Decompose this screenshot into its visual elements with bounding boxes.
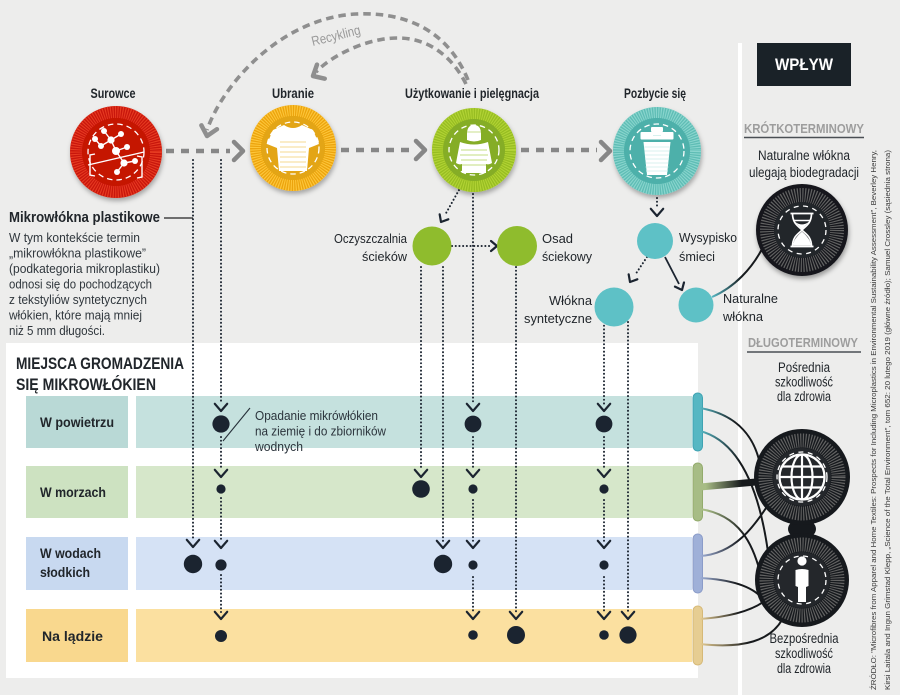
svg-text:(podkategoria mikroplastiku): (podkategoria mikroplastiku) [9,261,160,276]
svg-text:Oczyszczalnia: Oczyszczalnia [334,231,408,246]
svg-text:włókien, które mają mniej: włókien, które mają mniej [8,308,142,323]
svg-text:wodnych: wodnych [254,440,303,454]
svg-text:odnosi się do pochodzących: odnosi się do pochodzących [9,277,152,292]
svg-text:Osad: Osad [542,231,573,246]
svg-text:MIEJSCA GROMADZENIA: MIEJSCA GROMADZENIA [16,355,184,373]
svg-text:Włókna: Włókna [549,293,593,308]
svg-text:dla zdrowia: dla zdrowia [777,389,831,404]
svg-text:ściekowy: ściekowy [542,249,593,264]
svg-text:W wodach: W wodach [40,545,101,561]
svg-text:śmieci: śmieci [679,249,715,264]
svg-text:ścieków: ścieków [362,249,408,264]
svg-text:z tekstyliów syntetycznych: z tekstyliów syntetycznych [9,292,147,307]
svg-text:Surowce: Surowce [91,85,136,101]
svg-text:Pośrednia: Pośrednia [778,360,830,375]
svg-text:Na lądzie: Na lądzie [42,628,103,644]
svg-text:ulegają biodegradacji: ulegają biodegradacji [749,165,859,180]
svg-text:na ziemię i do zbiorników: na ziemię i do zbiorników [255,425,387,439]
svg-text:SIĘ MIKROWŁÓKIEN: SIĘ MIKROWŁÓKIEN [16,375,156,394]
svg-text:KRÓTKOTERMINOWY: KRÓTKOTERMINOWY [744,121,864,136]
svg-text:W powietrzu: W powietrzu [40,414,114,430]
svg-text:dla zdrowia: dla zdrowia [777,661,831,676]
svg-text:włókna: włókna [722,309,764,324]
svg-text:Wysypisko: Wysypisko [679,230,737,245]
svg-text:Mikrowłókna plastikowe: Mikrowłókna plastikowe [9,210,160,226]
svg-text:szkodliwość: szkodliwość [775,646,833,661]
svg-text:ŹRÓDŁO: "Microfibres from Appa: ŹRÓDŁO: "Microfibres from Apparel and Ho… [869,150,878,690]
svg-text:Naturalne: Naturalne [723,291,778,306]
svg-text:słodkich: słodkich [40,564,90,580]
svg-text:Użytkowanie i pielęgnacja: Użytkowanie i pielęgnacja [405,85,539,101]
svg-text:niż 5 mm długości.: niż 5 mm długości. [9,323,105,338]
svg-text:Bezpośrednia: Bezpośrednia [770,631,839,646]
svg-text:syntetyczne: syntetyczne [524,311,592,326]
svg-text:Kirsi Laitala and Ingun Grimst: Kirsi Laitala and Ingun Grimstad Klepp, … [885,150,892,690]
svg-text:DŁUGOTERMINOWY: DŁUGOTERMINOWY [748,335,858,350]
svg-text:szkodliwość: szkodliwość [775,375,833,390]
svg-text:Opadanie mikrówłókien: Opadanie mikrówłókien [255,409,378,423]
svg-text:W tym kontekście termin: W tym kontekście termin [9,230,140,245]
svg-text:WPŁYW: WPŁYW [775,56,833,74]
svg-text:Pozbycie się: Pozbycie się [624,85,686,101]
svg-text:„mikrowłókna plastikowe”: „mikrowłókna plastikowe” [9,246,146,261]
svg-text:Naturalne włókna: Naturalne włókna [758,148,850,163]
svg-text:W morzach: W morzach [40,484,106,500]
svg-text:Ubranie: Ubranie [272,85,314,101]
